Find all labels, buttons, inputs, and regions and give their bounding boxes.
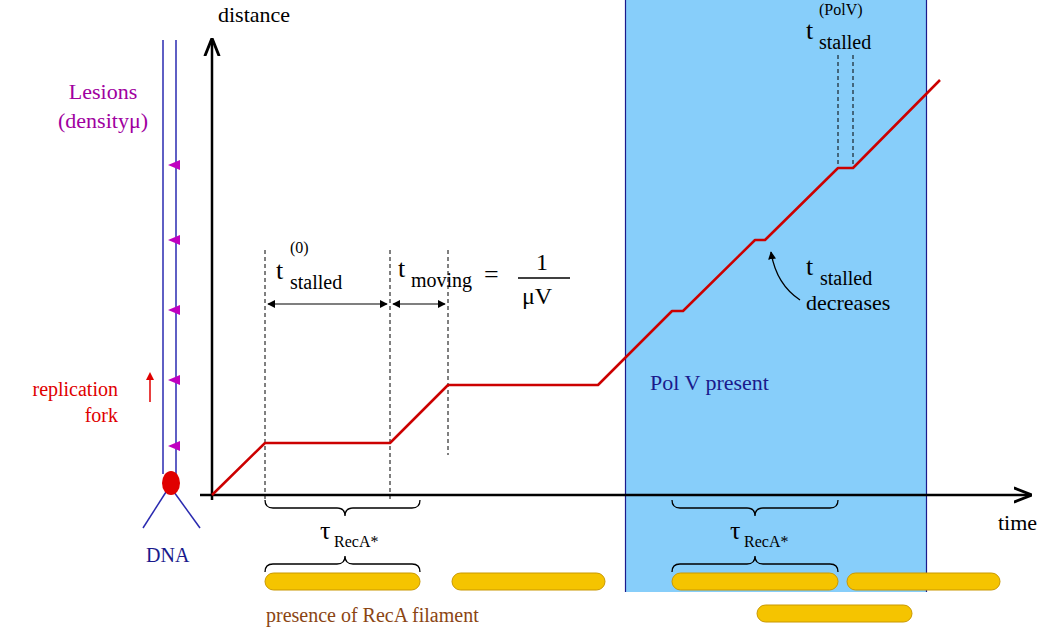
figure-stroke: [168, 375, 180, 385]
x-axis: [200, 494, 1030, 497]
polv-band-fill: [625, 0, 927, 592]
band-edge: [926, 0, 927, 592]
figure-stroke: [168, 235, 180, 245]
curved-arrow: [771, 252, 800, 300]
symbol-tau: τ: [320, 518, 330, 544]
numerator: 1: [536, 250, 548, 274]
superscript: (0): [290, 240, 309, 256]
figure-stroke: [265, 556, 420, 572]
subscript: RecA*: [334, 534, 378, 550]
symbol-t: t: [806, 254, 813, 280]
y-axis: [211, 40, 214, 500]
figure-stroke: [168, 441, 180, 451]
figure-stroke: [265, 573, 420, 590]
figure-stroke: [265, 500, 420, 516]
interval-arrow: [268, 303, 387, 304]
figure-stroke: [168, 305, 180, 315]
dna-strand: [175, 40, 177, 474]
subscript: RecA*: [744, 534, 788, 550]
fork-arrowhead: [146, 372, 154, 380]
symbol-tau: τ: [730, 518, 740, 544]
fork-label: replication fork: [0, 376, 118, 428]
figure-stroke: [847, 573, 1000, 590]
figure-stroke: [390, 250, 391, 500]
dna-strand: [162, 40, 164, 474]
dna-label: DNA: [146, 545, 189, 565]
axis-label: time: [998, 512, 1037, 534]
symbol-t: t: [806, 18, 813, 44]
interval-arrow: [393, 303, 445, 304]
fork-trajectory: [212, 80, 940, 495]
subscript: stalled: [290, 272, 342, 292]
lesion-label: Lesions (densityμ): [40, 78, 166, 135]
subscript: stalled: [819, 32, 871, 52]
figure-stroke: [757, 605, 912, 622]
symbol-t: t: [398, 256, 405, 282]
symbol-t: t: [276, 258, 283, 284]
figure-stroke: [168, 160, 180, 170]
lesion-marks: [168, 160, 180, 451]
figure-stroke: [672, 556, 838, 572]
figure-stroke: [672, 500, 838, 516]
dna-strand: [143, 492, 166, 528]
superscript: (PolV): [819, 2, 863, 18]
equals-sign: =: [484, 262, 499, 288]
dna-strand: [174, 492, 200, 528]
denominator: μV: [522, 284, 552, 308]
band-edge: [625, 0, 626, 592]
fraction-bar: [518, 277, 570, 279]
subscript: stalled: [820, 268, 872, 288]
figure-stroke: [853, 55, 854, 166]
replication-fork-dot: [162, 471, 180, 495]
subscript: moving: [411, 270, 472, 290]
legend-note: presence of RecA filament: [266, 605, 479, 625]
band-title: Pol V present: [650, 372, 769, 394]
figure-stroke: [452, 573, 605, 590]
figure-stroke: [672, 573, 838, 590]
figure-stroke: [838, 55, 839, 166]
note-text: decreases: [806, 292, 890, 314]
figure-stroke: [265, 250, 266, 500]
axis-label: distance: [218, 4, 290, 26]
guide-lines: [265, 55, 853, 500]
braces: [265, 500, 838, 572]
